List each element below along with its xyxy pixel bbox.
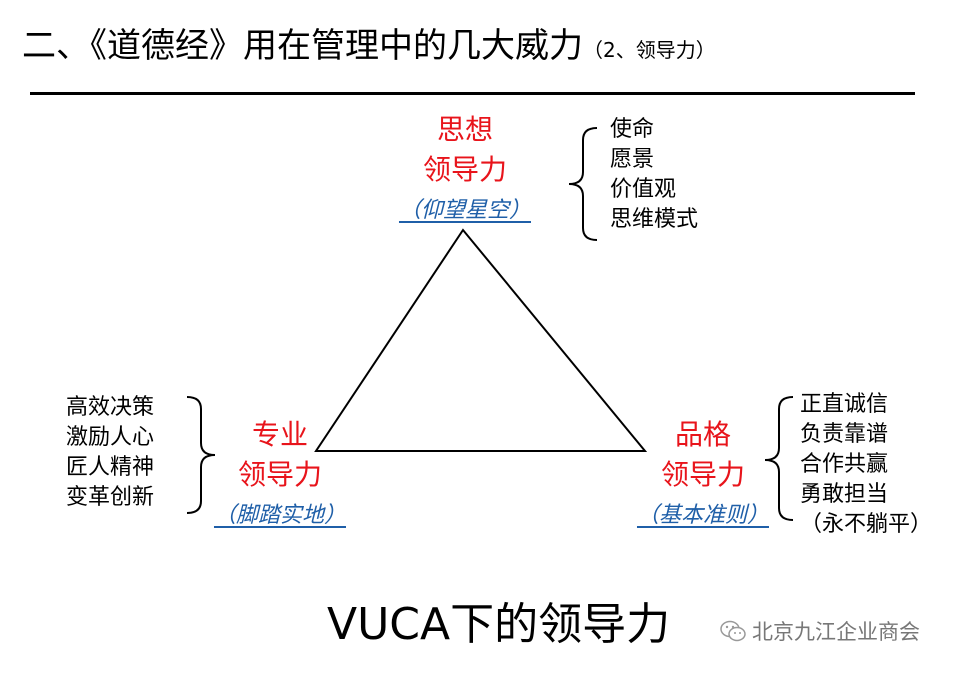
- list-item: 匠人精神: [66, 455, 155, 480]
- left-list-brace: [186, 396, 216, 514]
- watermark-text: 北京九江企业商会: [752, 620, 920, 644]
- node-top-line1: 思想: [436, 113, 493, 146]
- wechat-icon: [720, 620, 746, 642]
- node-left-sub: （脚踏实地）: [213, 503, 346, 528]
- list-item: 思维模式: [610, 207, 699, 232]
- top-list: 使命 愿景 价值观 思维模式: [610, 115, 698, 235]
- list-item: 勇敢担当: [800, 482, 889, 507]
- node-professional-leadership: 专业 领导力 （脚踏实地）: [210, 415, 350, 529]
- list-item: 合作共赢: [800, 452, 889, 477]
- list-item: 使命: [610, 117, 655, 142]
- top-list-brace: [568, 127, 598, 241]
- node-character-leadership: 品格 领导力 （基本准则）: [633, 415, 773, 529]
- node-right-line1: 品格: [674, 418, 731, 451]
- diagram-caption: VUCA下的领导力: [327, 599, 671, 650]
- node-left-line1: 专业: [251, 418, 308, 451]
- list-item: 正直诚信: [800, 392, 889, 417]
- list-item: 价值观: [610, 177, 677, 202]
- title-sub: （2、领导力）: [583, 38, 716, 62]
- list-item: 高效决策: [66, 395, 155, 420]
- leadership-triangle: [314, 228, 648, 452]
- left-list: 高效决策 激励人心 匠人精神 变革创新: [66, 393, 154, 513]
- list-item: 激励人心: [66, 425, 155, 450]
- watermark: 北京九江企业商会: [720, 616, 920, 646]
- node-right-sub: （基本准则）: [636, 503, 769, 528]
- node-thought-leadership: 思想 领导力 （仰望星空）: [395, 110, 535, 224]
- node-left-line2: 领导力: [237, 458, 322, 491]
- node-top-sub: （仰望星空）: [398, 198, 531, 223]
- right-list: 正直诚信 负责靠谱 合作共赢 勇敢担当 （永不躺平）: [800, 390, 932, 540]
- title-main: 二、《道德经》用在管理中的几大威力: [22, 26, 583, 66]
- node-right-line2: 领导力: [660, 458, 745, 491]
- list-item: （永不躺平）: [800, 512, 933, 537]
- node-top-line2: 领导力: [422, 153, 507, 186]
- list-item: 愿景: [610, 147, 655, 172]
- list-item: 变革创新: [66, 485, 155, 510]
- right-list-brace: [764, 396, 794, 521]
- page-title: 二、《道德经》用在管理中的几大威力（2、领导力）: [22, 18, 716, 67]
- title-divider: [30, 92, 915, 95]
- list-item: 负责靠谱: [800, 422, 889, 447]
